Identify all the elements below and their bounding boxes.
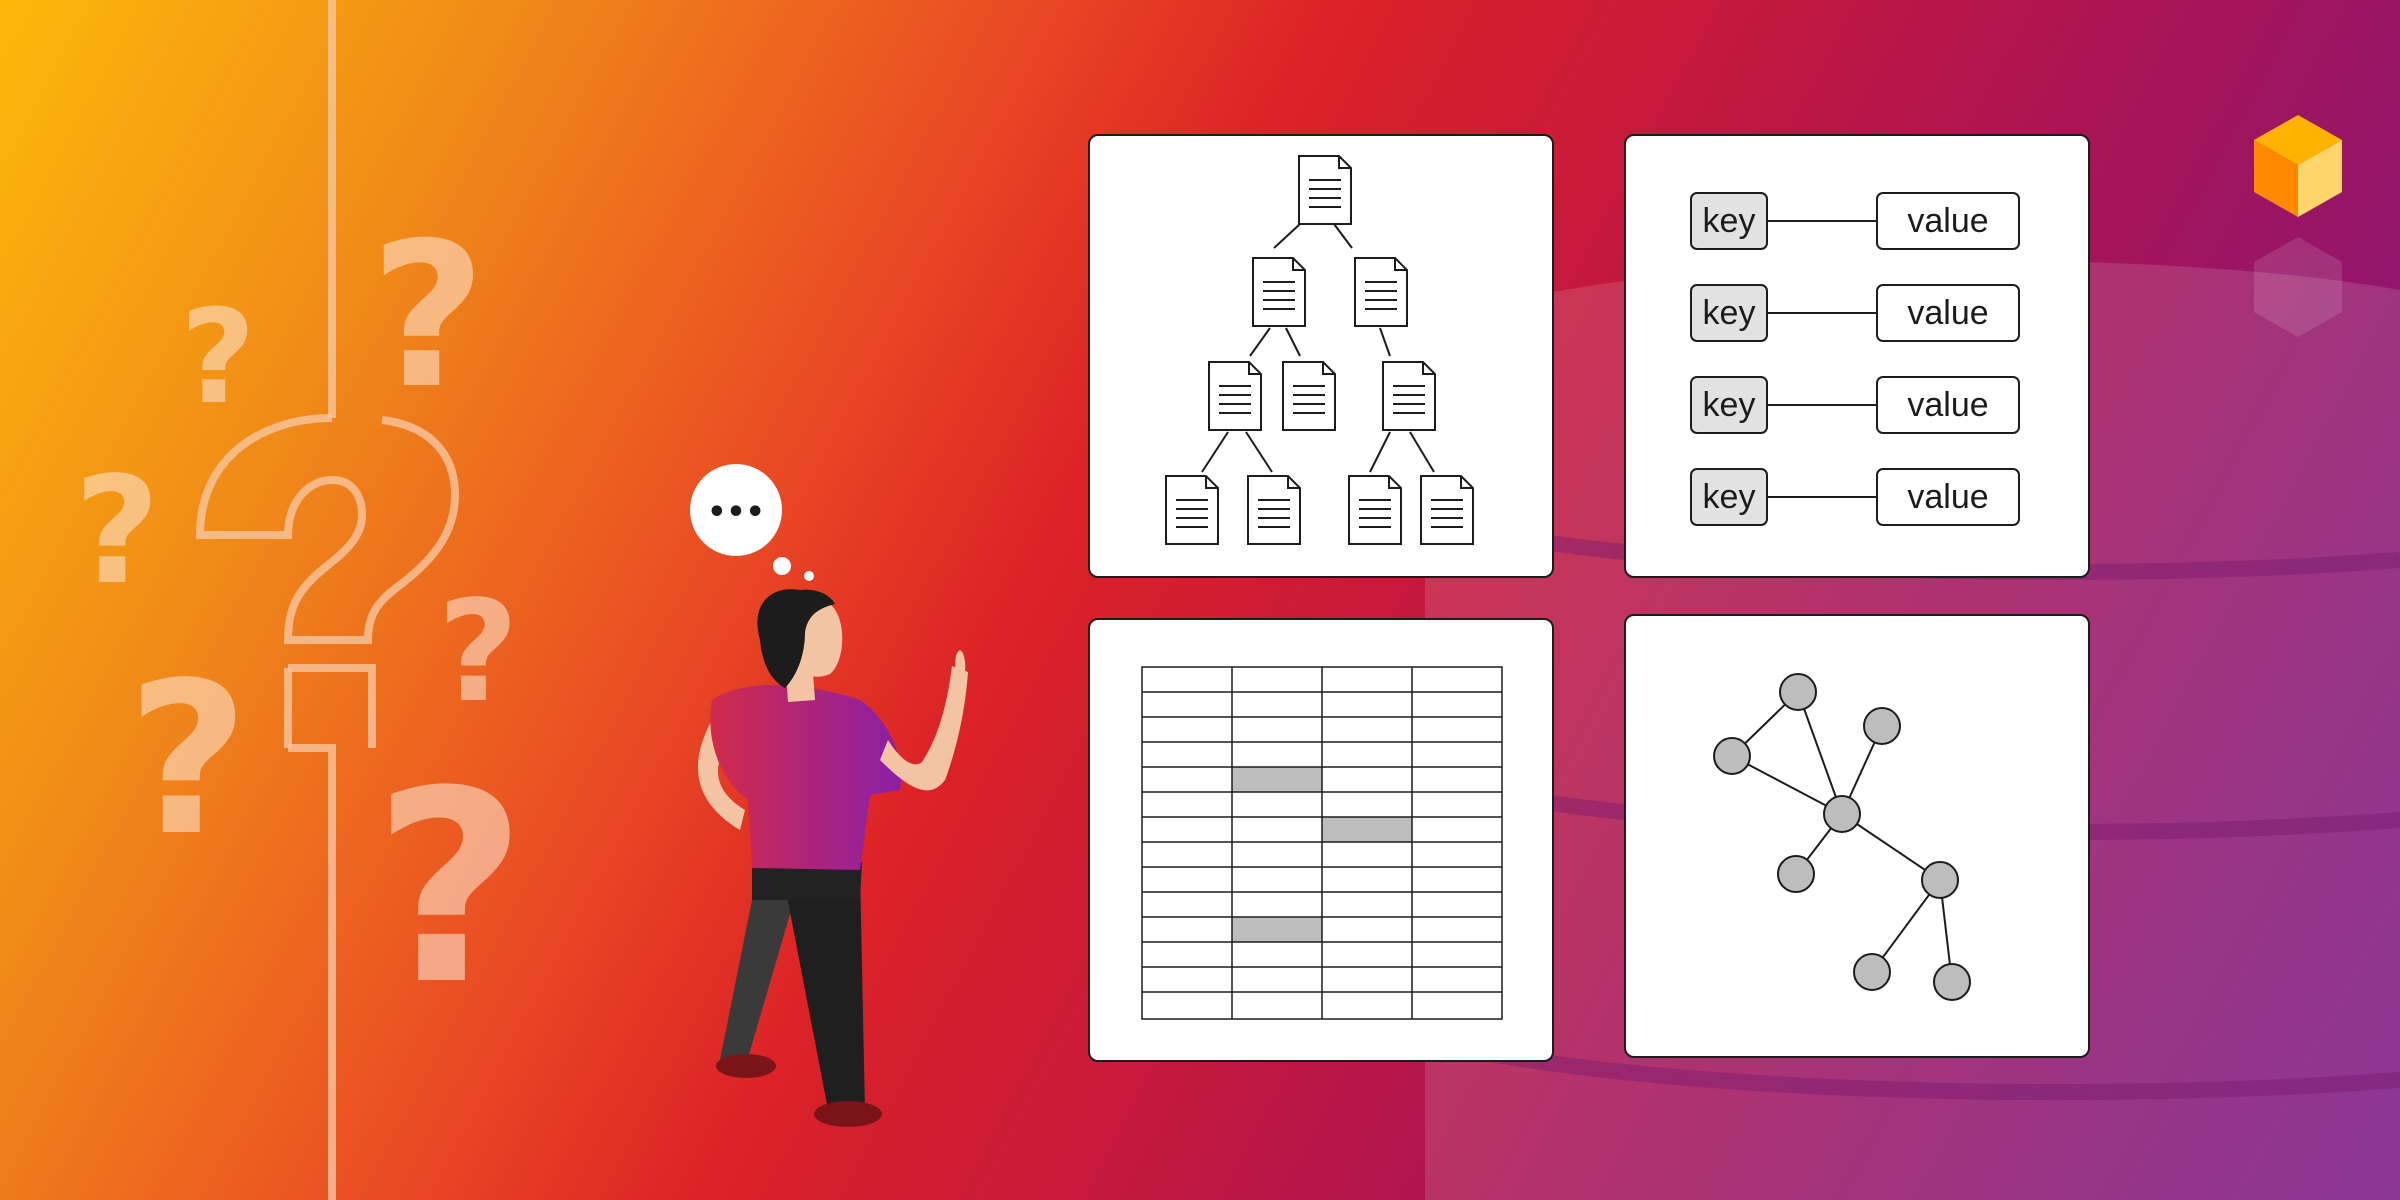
kv-value: value xyxy=(1876,284,2020,342)
document-icon xyxy=(1165,475,1219,545)
document-tree-diagram xyxy=(1165,155,1474,545)
graph-card xyxy=(1624,614,2090,1058)
kv-value: value xyxy=(1876,468,2020,526)
thought-bubble-text: ••• xyxy=(707,495,765,530)
table-grid-diagram xyxy=(1141,666,1503,1020)
document-icon xyxy=(1420,475,1474,545)
document-icon xyxy=(1354,257,1408,327)
table-grid-card xyxy=(1088,618,1554,1062)
graph-diagram xyxy=(1713,673,1971,1001)
question-outline-decoration xyxy=(195,0,460,1200)
kv-row: key value xyxy=(1690,376,2030,434)
kv-connector xyxy=(1768,404,1876,406)
kv-value: value xyxy=(1876,192,2020,250)
question-mark-icon: ? ? ? ? ? ? xyxy=(74,200,527,1043)
svg-text:?: ? xyxy=(437,571,518,734)
svg-text:?: ? xyxy=(127,637,249,882)
document-icon xyxy=(1247,475,1301,545)
kv-connector xyxy=(1768,496,1876,498)
svg-text:?: ? xyxy=(180,281,255,433)
kv-key: key xyxy=(1690,192,1768,250)
graph-node xyxy=(1777,855,1815,893)
kv-connector xyxy=(1768,220,1876,222)
svg-text:?: ? xyxy=(74,445,160,617)
document-icon xyxy=(1208,361,1262,431)
kv-key: key xyxy=(1690,284,1768,342)
thinking-person xyxy=(697,589,968,1127)
document-icon xyxy=(1298,155,1352,225)
graph-node xyxy=(1713,737,1751,775)
document-icon xyxy=(1252,257,1306,327)
key-value-card: key value key value key value key value xyxy=(1624,134,2090,578)
document-icon xyxy=(1382,361,1436,431)
svg-text:?: ? xyxy=(370,200,486,433)
cube-logo-icon xyxy=(2254,115,2342,337)
graph-node xyxy=(1921,861,1959,899)
document-icon xyxy=(1348,475,1402,545)
document-icon xyxy=(1282,361,1336,431)
kv-key: key xyxy=(1690,376,1768,434)
kv-row: key value xyxy=(1690,284,2030,342)
graph-node xyxy=(1853,953,1891,991)
graph-node xyxy=(1933,963,1971,1001)
kv-value: value xyxy=(1876,376,2020,434)
kv-key: key xyxy=(1690,468,1768,526)
document-tree-card xyxy=(1088,134,1554,578)
thought-bubble-icon: ••• xyxy=(690,464,814,581)
graph-node xyxy=(1779,673,1817,711)
kv-row: key value xyxy=(1690,192,2030,250)
kv-connector xyxy=(1768,312,1876,314)
svg-text:?: ? xyxy=(373,735,527,1043)
kv-row: key value xyxy=(1690,468,2030,526)
graph-node xyxy=(1863,707,1901,745)
graph-node xyxy=(1823,795,1861,833)
